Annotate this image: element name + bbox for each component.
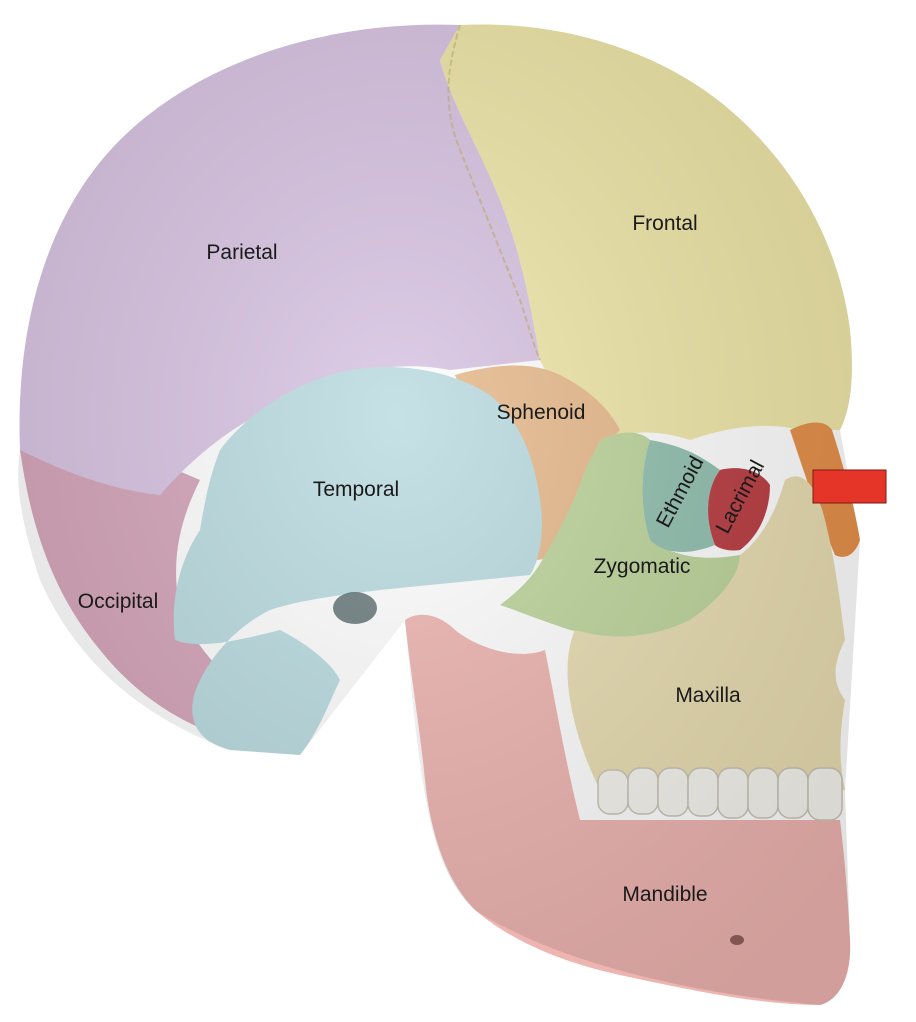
label-temporal: Temporal bbox=[313, 478, 399, 501]
red-marker bbox=[812, 469, 887, 504]
label-parietal: Parietal bbox=[206, 241, 277, 264]
label-occipital: Occipital bbox=[78, 590, 159, 613]
label-mandible: Mandible bbox=[622, 883, 707, 906]
label-maxilla: Maxilla bbox=[675, 684, 741, 707]
shading-overlay bbox=[18, 24, 861, 1005]
label-zygomatic: Zygomatic bbox=[594, 555, 691, 578]
label-sphenoid: Sphenoid bbox=[497, 401, 586, 424]
coronal-suture bbox=[447, 24, 541, 361]
label-frontal: Frontal bbox=[632, 212, 697, 235]
